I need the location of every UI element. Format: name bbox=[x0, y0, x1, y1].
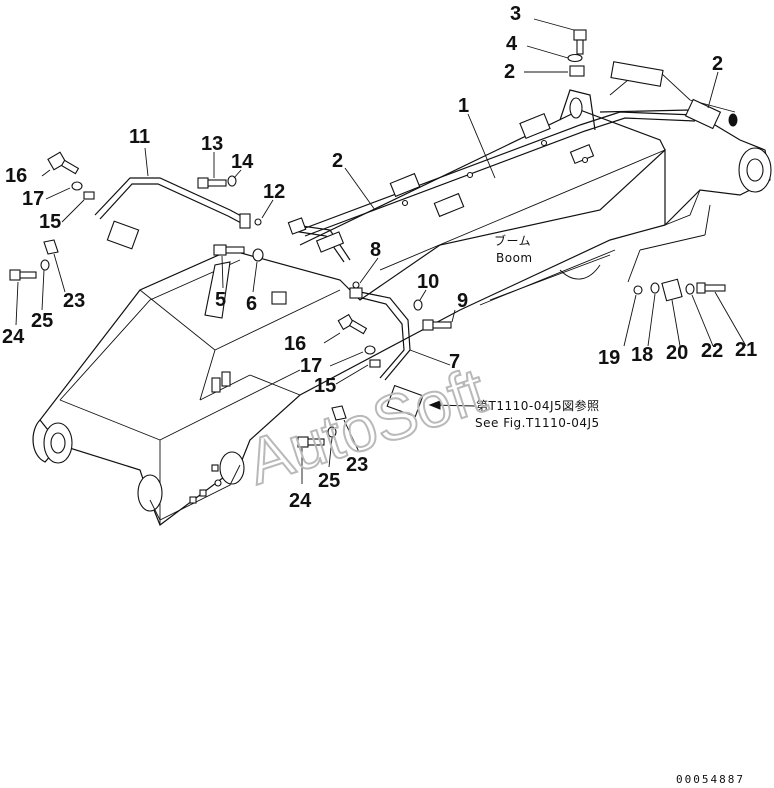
callout-5: 5 bbox=[215, 289, 226, 311]
callout-15-lower: 15 bbox=[314, 375, 336, 397]
callout-3: 3 bbox=[510, 3, 521, 25]
hardware bbox=[9, 29, 726, 448]
callout-21: 21 bbox=[735, 339, 757, 361]
leader-lines bbox=[15, 18, 747, 484]
callout-25-lower: 25 bbox=[318, 470, 340, 492]
callout-24: 24 bbox=[2, 326, 25, 348]
callout-14: 14 bbox=[231, 151, 254, 173]
callout-22: 22 bbox=[701, 340, 723, 362]
callout-15: 15 bbox=[39, 211, 61, 233]
callout-6: 6 bbox=[246, 293, 257, 315]
reference-label-jp: 第T1110-04J5図参照 bbox=[476, 398, 600, 413]
callout-20: 20 bbox=[666, 342, 688, 364]
callout-19: 19 bbox=[598, 347, 620, 369]
boom-body bbox=[32, 148, 666, 526]
labels: ブーム Boom 第T1110-04J5図参照 See Fig.T1110-04… bbox=[475, 233, 745, 786]
callout-25: 25 bbox=[31, 310, 53, 332]
callouts: 3 4 2 2 1 2 11 13 14 12 16 17 15 23 24 2… bbox=[2, 3, 757, 512]
callout-23: 23 bbox=[63, 290, 85, 312]
clamp-brackets bbox=[106, 61, 664, 418]
callout-17-lower: 17 bbox=[300, 355, 322, 377]
callout-7: 7 bbox=[449, 351, 460, 373]
callout-16: 16 bbox=[5, 165, 27, 187]
boom-label-en: Boom bbox=[496, 251, 533, 265]
callout-12: 12 bbox=[263, 181, 285, 203]
boom-upper-section bbox=[299, 89, 772, 306]
callout-13: 13 bbox=[201, 133, 223, 155]
callout-1: 1 bbox=[458, 95, 469, 117]
callout-17: 17 bbox=[22, 188, 44, 210]
watermark: AutoSoft bbox=[239, 354, 495, 498]
callout-2: 2 bbox=[504, 61, 515, 83]
callout-2-right: 2 bbox=[712, 53, 723, 75]
callout-23-lower: 23 bbox=[346, 454, 368, 476]
callout-11: 11 bbox=[129, 126, 150, 148]
callout-16-lower: 16 bbox=[284, 333, 306, 355]
callout-24-lower: 24 bbox=[289, 490, 312, 512]
callout-9: 9 bbox=[457, 290, 468, 312]
callout-2-mid: 2 bbox=[332, 150, 343, 172]
reference-label-en: See Fig.T1110-04J5 bbox=[475, 416, 600, 430]
callout-8: 8 bbox=[370, 239, 381, 261]
drawing-number: 00054887 bbox=[676, 773, 745, 786]
boom-label-jp: ブーム bbox=[494, 233, 531, 248]
callout-10: 10 bbox=[417, 271, 439, 293]
callout-4: 4 bbox=[506, 33, 518, 55]
callout-18: 18 bbox=[631, 344, 653, 366]
